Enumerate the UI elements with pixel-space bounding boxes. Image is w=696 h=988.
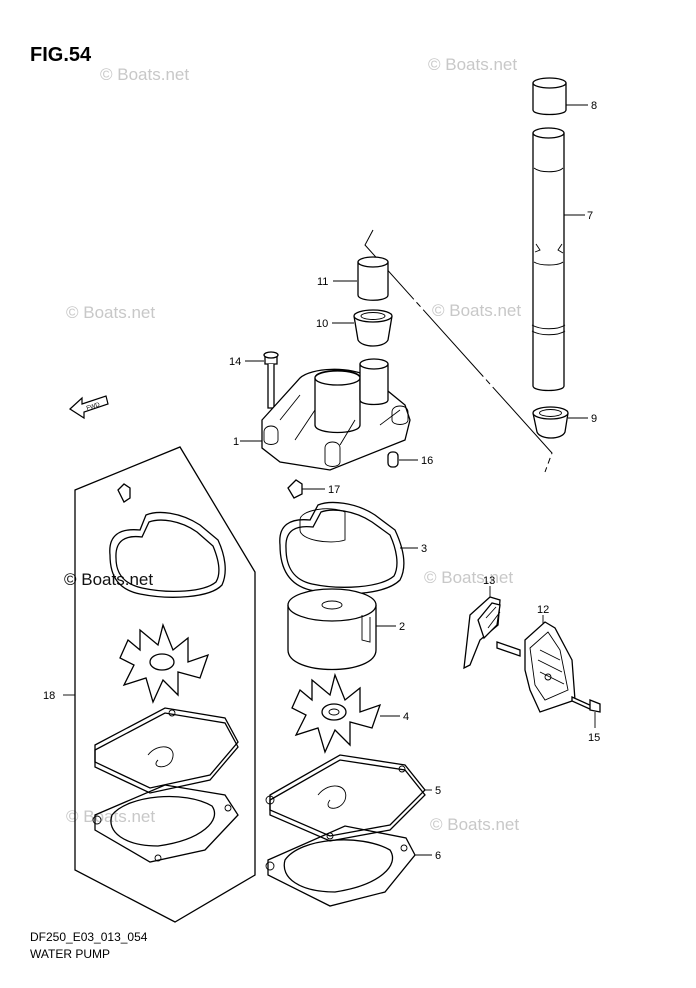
- watermark: © Boats.net: [430, 815, 519, 834]
- part-12-cover: [524, 615, 576, 713]
- callout-9: 9: [591, 413, 597, 425]
- watermark: © Boats.net: [424, 568, 513, 587]
- callout-5: 5: [435, 785, 441, 797]
- part-14-bolt: [245, 351, 279, 409]
- part-2-liner: [287, 588, 396, 671]
- callout-8: 8: [591, 100, 597, 112]
- part-10-grommet: [332, 309, 393, 347]
- callout-15: 15: [588, 732, 600, 744]
- part-6-gasket: [265, 825, 432, 907]
- callout-2: 2: [399, 621, 405, 633]
- callout-14: 14: [229, 356, 241, 368]
- watermark: © Boats.net: [428, 55, 517, 74]
- part-18-kit-outline: [63, 446, 256, 923]
- part-8-sleeve: [532, 77, 588, 116]
- part-4-impeller: [291, 672, 400, 754]
- part-15-screw: [571, 695, 601, 728]
- part-7-water-tube: [531, 127, 585, 392]
- part-3-seal-ring: [279, 501, 418, 595]
- assembly-guide-line: [364, 229, 553, 473]
- callout-7: 7: [587, 210, 593, 222]
- callout-10: 10: [316, 318, 328, 330]
- figure-code: DF250_E03_013_054: [30, 930, 148, 944]
- callout-3: 3: [421, 543, 427, 555]
- callout-labels: 1 2 3 4 5 6 7 8 9 10 11 12 13 14 15 16 1…: [43, 100, 600, 862]
- watermarks: © Boats.net © Boats.net © Boats.net © Bo…: [64, 55, 521, 834]
- watermark: © Boats.net: [100, 65, 189, 84]
- part-9-sleeve: [532, 406, 588, 439]
- watermark: © Boats.net: [66, 303, 155, 322]
- part-1-pump-case: [240, 358, 411, 471]
- callout-4: 4: [403, 711, 409, 723]
- part-16-pin: [387, 451, 418, 468]
- figure-name: WATER PUMP: [30, 947, 110, 961]
- part-5-plate: [265, 754, 432, 842]
- part-11-sleeve: [333, 256, 389, 301]
- watermark: © Boats.net: [432, 301, 521, 320]
- watermark: © Boats.net: [64, 570, 153, 589]
- forward-direction-arrow-icon: FWD: [69, 395, 109, 420]
- callout-6: 6: [435, 850, 441, 862]
- callout-12: 12: [537, 604, 549, 616]
- callout-1: 1: [233, 436, 239, 448]
- callout-13: 13: [483, 575, 495, 587]
- part-17-key: [287, 479, 325, 499]
- callout-11: 11: [317, 276, 328, 288]
- watermark: © Boats.net: [66, 807, 155, 826]
- callout-18: 18: [43, 690, 55, 702]
- part-13-bracket: [463, 586, 521, 670]
- figure-title: FIG.54: [30, 44, 92, 66]
- callout-16: 16: [421, 455, 433, 467]
- callout-17: 17: [328, 484, 340, 496]
- forward-label: FWD: [86, 402, 101, 412]
